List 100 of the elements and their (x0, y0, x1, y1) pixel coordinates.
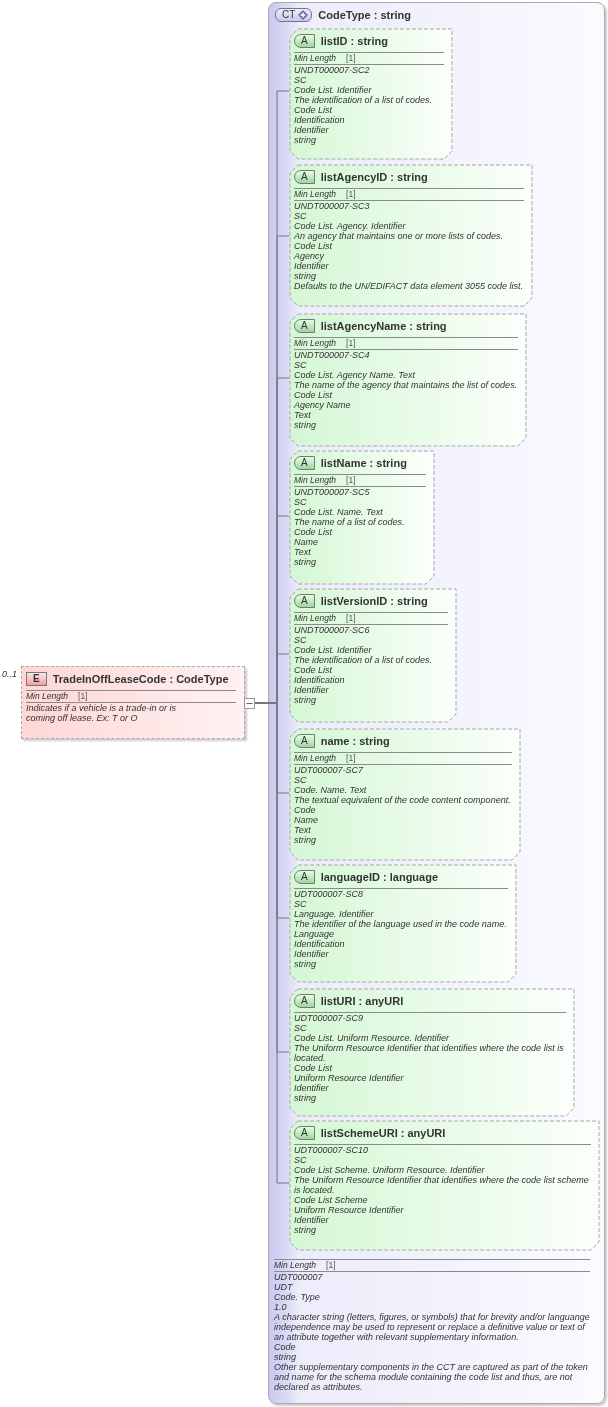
facet-value: [1] (326, 1260, 336, 1271)
attribute-name: listAgencyName : string (320, 320, 447, 332)
documentation-text: Code List. Name. Text (294, 507, 384, 517)
attribute-name: languageID : language (320, 871, 439, 883)
documentation-text: Code List (294, 527, 334, 537)
documentation-text: SC (294, 1155, 308, 1165)
documentation-text: UDT000007-SC7 (294, 765, 365, 775)
documentation-text: UDT000007 (274, 1272, 324, 1282)
documentation-text: Code. Name. Text (294, 785, 368, 795)
documentation-text: Code List. Uniform Resource. Identifier (294, 1033, 451, 1043)
documentation-text: SC (294, 497, 308, 507)
facet-value: [1] (78, 691, 88, 702)
documentation-text: SC (294, 1023, 308, 1033)
documentation-text: string (274, 1352, 297, 1362)
attribute-box (290, 29, 452, 159)
documentation-text: SC (294, 635, 308, 645)
documentation-text: UNDT000007-SC3 (294, 201, 371, 211)
documentation-text: Uniform Resource Identifier (294, 1073, 405, 1083)
documentation-text: Code List (294, 241, 334, 251)
documentation-text: string (294, 1093, 317, 1103)
documentation-text: Language (294, 929, 336, 939)
documentation-text: string (294, 695, 317, 705)
attribute-name: listSchemeURI : anyURI (320, 1127, 446, 1139)
documentation-text: Defaults to the UN/EDIFACT data element 3055 code list. (294, 281, 524, 291)
documentation-text: SC (294, 360, 308, 370)
attribute-name: listAgencyID : string (320, 171, 428, 183)
documentation-text: Identification (294, 939, 346, 949)
documentation-text: Code List (294, 105, 334, 115)
facet-name: Min Length (294, 613, 337, 624)
documentation-text: UDT000007-SC9 (294, 1013, 365, 1023)
documentation-text: Identifier (294, 685, 330, 695)
documentation-text: Code List (294, 665, 334, 675)
facet-value: [1] (346, 613, 356, 624)
attribute-name: listID : string (320, 35, 388, 47)
attribute-badge: A (294, 456, 315, 470)
documentation-text: Name (294, 815, 319, 825)
documentation-text: UNDT000007-SC2 (294, 65, 371, 75)
documentation-text: string (294, 1225, 317, 1235)
documentation-text: The textual equivalent of the code content component. (294, 795, 512, 805)
facet-value: [1] (346, 53, 356, 64)
documentation-text: Code (274, 1342, 297, 1352)
documentation-text: Identifier (294, 1215, 330, 1225)
documentation-text: Name (294, 537, 319, 547)
documentation-text: The Uniform Resource Identifier that identifies where the code list scheme is located. (294, 1175, 590, 1195)
documentation-text: UDT000007-SC8 (294, 889, 365, 899)
facet-name: Min Length (294, 53, 337, 64)
cardinality-label: 0..1 (2, 669, 17, 679)
documentation-text: SC (294, 899, 308, 909)
facet-name: Min Length (294, 753, 337, 764)
documentation-text: Identification (294, 115, 346, 125)
documentation-text: An agency that maintains one or more lists of codes. (294, 231, 505, 241)
documentation-text: UNDT000007-SC6 (294, 625, 371, 635)
attribute-box (290, 589, 456, 722)
documentation-text: Identifier (294, 1083, 330, 1093)
documentation-text: Identifier (294, 949, 330, 959)
facet-name: Min Length (294, 338, 337, 349)
attribute-badge: A (294, 870, 315, 884)
attribute-name: listURI : anyURI (320, 995, 404, 1007)
attribute-badge: A (294, 1126, 315, 1140)
attribute-box (290, 451, 434, 584)
documentation-text: Code List. Identifier (294, 85, 373, 95)
attribute-box (290, 865, 516, 982)
documentation-text: Code List. Agency Name. Text (294, 370, 416, 380)
attribute-badge: A (294, 34, 315, 48)
element-name: TradeInOffLeaseCode : CodeType (52, 673, 229, 685)
facet-name: Min Length (26, 691, 69, 702)
documentation-text: Other supplementary components in the CCT are captured as part of the token and name for the schema module containing the code list and thus, are not declared as attributes. (274, 1362, 589, 1392)
documentation-text: string (294, 959, 317, 969)
documentation-text: Code List. Agency. Identifier (294, 221, 407, 231)
attribute-name: name : string (320, 735, 390, 747)
attribute-box (290, 165, 532, 306)
attribute-badge: A (294, 319, 315, 333)
documentation-text: Agency Name (294, 400, 352, 410)
documentation-text: Code (294, 805, 317, 815)
documentation-text: The identifier of the language used in the code name. (294, 919, 508, 929)
documentation-text: Agency (294, 251, 326, 261)
attribute-box (290, 729, 520, 860)
facet-value: [1] (346, 475, 356, 486)
documentation-text: Text (294, 410, 312, 420)
documentation-text: Code List (294, 390, 334, 400)
documentation-text: The Uniform Resource Identifier that identifies where the code list is located. (294, 1043, 565, 1063)
facet-name: Min Length (294, 189, 337, 200)
documentation-text: Language. Identifier (294, 909, 375, 919)
documentation-text: UDT000007-SC10 (294, 1145, 370, 1155)
facet-value: [1] (346, 189, 356, 200)
facet-name: Min Length (274, 1260, 317, 1271)
documentation-text: Identifier (294, 125, 330, 135)
documentation-text: SC (294, 75, 308, 85)
type-box (268, 2, 605, 1404)
documentation-text: Code List. Identifier (294, 645, 373, 655)
facet-value: [1] (346, 338, 356, 349)
documentation-text: string (294, 271, 317, 281)
documentation-text: string (294, 557, 317, 567)
documentation-text: UNDT000007-SC4 (294, 350, 371, 360)
documentation-text: Text (294, 825, 312, 835)
documentation-text: string (294, 135, 317, 145)
attribute-badge: A (294, 994, 315, 1008)
documentation-text: UDT (274, 1282, 294, 1292)
documentation-text: SC (294, 775, 308, 785)
documentation-text: A character string (letters, figures, or symbols) that for brevity and/or languange independence may be used to represent or replace a definitive value or text of an attribute together with relevant supplementary information. (274, 1312, 590, 1342)
